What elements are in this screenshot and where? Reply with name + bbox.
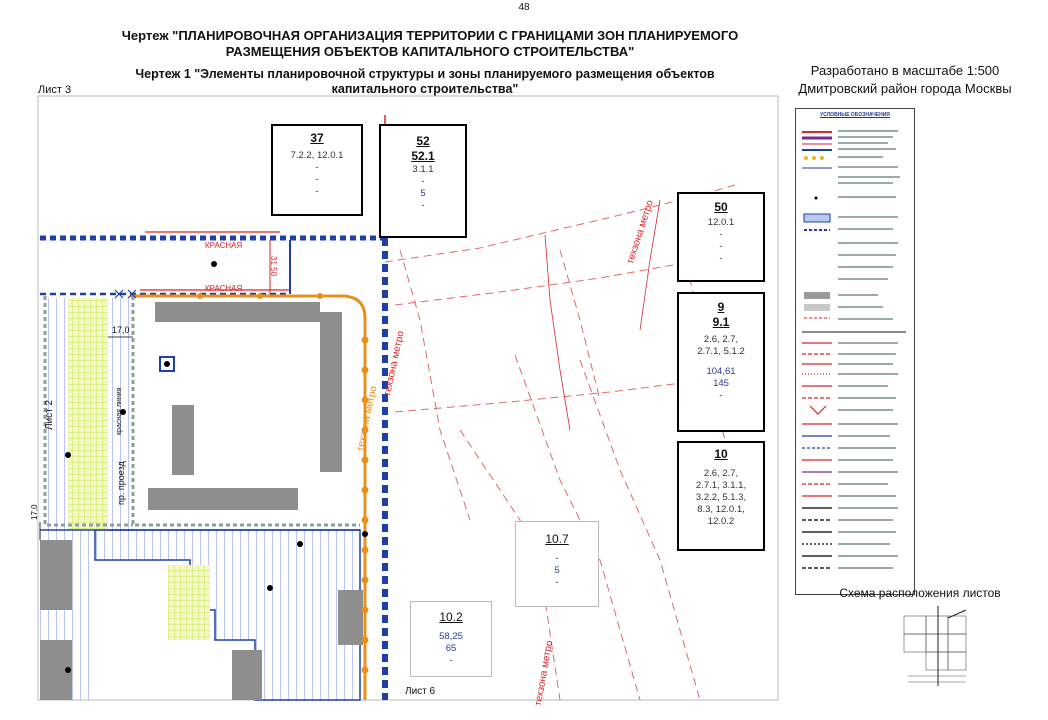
drawing-subtitle-line1: Чертеж 1 "Элементы планировочной структу… <box>135 67 715 81</box>
drawing-title: Чертеж "ПЛАНИРОВОЧНАЯ ОРГАНИЗАЦИЯ ТЕРРИТ… <box>60 28 800 60</box>
black-dots <box>65 261 368 673</box>
sheet6-label: Лист 6 <box>405 686 436 697</box>
drawing-subtitle-line2: капитального строительства" <box>331 82 519 96</box>
drawing-subtitle: Чертеж 1 "Элементы планировочной структу… <box>80 67 770 97</box>
dimension-31-50-label: 31,50 <box>269 256 278 277</box>
zone-value: - <box>449 655 453 666</box>
legend-title: УСЛОВНЫЕ ОБОЗНАЧЕНИЯ <box>820 112 890 118</box>
sheet2-label: Лист 2 <box>44 399 55 430</box>
building <box>148 488 298 510</box>
legend-panel: УСЛОВНЫЕ ОБОЗНАЧЕНИЯ <box>795 108 915 595</box>
scale-line: Разработано в масштабе 1:500 <box>810 63 1000 78</box>
zone-number: 9 <box>717 300 725 314</box>
subzone-number: 52.1 <box>411 149 435 163</box>
zone-value: - <box>719 229 723 240</box>
zone-number: 10.7 <box>545 532 569 546</box>
zone-value: - <box>315 162 319 173</box>
square-marker <box>159 356 175 372</box>
drawing-title-line1: Чертеж "ПЛАНИРОВОЧНАЯ ОРГАНИЗАЦИЯ ТЕРРИТ… <box>121 28 739 43</box>
zone-codes: 12.0.1 <box>707 217 735 228</box>
dimension-17-0-label: 17,0 <box>112 325 130 335</box>
zone-value: - <box>315 186 319 197</box>
building <box>155 302 320 322</box>
map-frame <box>37 95 779 701</box>
page-number: 48 <box>518 2 530 13</box>
hatched-zone-lower <box>94 529 361 701</box>
zone-value: 145 <box>713 378 729 389</box>
zone-box-9: 9 9.1 2.6, 2.7, 2.7.1, 5.1.2 104,61 145 … <box>677 292 765 432</box>
zone-value: - <box>555 553 559 564</box>
zone-box-50: 50 12.0.1 - - - <box>677 192 765 282</box>
zone-value: - <box>315 174 319 185</box>
krasnaya-label-2: КРАСНАЯ <box>205 284 243 293</box>
zone-value: 65 <box>445 643 457 654</box>
building <box>320 312 342 472</box>
zone-codes: 2.7.1, 3.1.1, <box>695 480 747 491</box>
zone-value: - <box>719 241 723 252</box>
zone-codes: 2.6, 2.7, <box>703 334 739 345</box>
zone-value: - <box>719 253 723 264</box>
subzone-number: 9.1 <box>712 315 730 329</box>
techzone-thin-lines <box>544 199 661 431</box>
zone-codes: 3.2.2, 5.1.3, <box>695 492 747 503</box>
strip-boundary <box>43 296 133 527</box>
zone-value: - <box>421 200 425 211</box>
zone-codes: 12.0.2 <box>707 516 735 527</box>
zone-box-10-7: 10.7 - 5 - <box>515 521 599 607</box>
zone-codes: 3.1.1 <box>412 164 434 175</box>
drawing-title-line2: РАЗМЕЩЕНИЯ ОБЪЕКТОВ КАПИТАЛЬНОГО СТРОИТЕ… <box>225 44 635 59</box>
zone-box-10: 10 2.6, 2.7, 2.7.1, 3.1.1, 3.2.2, 5.1.3,… <box>677 441 765 551</box>
zone-number: 50 <box>714 200 728 214</box>
orange-zone-boundary <box>130 294 367 700</box>
building <box>172 405 194 475</box>
green-grid-strip <box>68 298 108 530</box>
zone-codes: 8.3, 12.0.1, <box>697 504 745 515</box>
legend-symbols <box>802 130 906 569</box>
zone-box-52: 52 52.1 3.1.1 - 5 - <box>379 124 467 238</box>
sheet3-label: Лист 3 <box>38 84 72 96</box>
sheet-layout-scheme <box>903 606 967 686</box>
zone-number: 37 <box>310 131 324 145</box>
zone-number: 10 <box>714 447 728 461</box>
block-boundary <box>131 296 360 527</box>
krasnaya-label-1: КРАСНАЯ <box>205 241 243 250</box>
zone-codes: 2.6, 2.7, <box>703 468 739 479</box>
zone-value: 104,61 <box>706 366 736 377</box>
zone-value: 5 <box>554 565 560 576</box>
zone-box-37: 37 7.2.2, 12.0.1 - - - <box>271 124 363 216</box>
zone-value: - <box>421 176 425 187</box>
zone-number: 52 <box>416 134 430 148</box>
green-grid-lower <box>168 565 210 640</box>
zone-value: - <box>719 390 723 401</box>
dimension-17-0-label-b: 17,0 <box>30 504 39 520</box>
building <box>40 540 72 610</box>
orange-zone-dots <box>197 293 369 674</box>
cross-markers <box>114 289 137 299</box>
zone-value: 58,25 <box>439 631 463 642</box>
zone-codes: 2.7.1, 5.1.2 <box>697 346 745 357</box>
buildings <box>40 302 363 700</box>
proezd-label: пр. проезд <box>116 461 126 505</box>
building <box>232 650 262 700</box>
zone-value: - <box>555 577 559 588</box>
building <box>338 590 363 645</box>
scheme-title: Схема расположения листов <box>839 586 1001 600</box>
zone-codes: 7.2.2, 12.0.1 <box>290 150 344 161</box>
zone-value: 5 <box>420 188 426 199</box>
scale-note: Разработано в масштабе 1:500 Дмитровский… <box>770 62 1040 98</box>
square-marker-dot <box>164 361 170 367</box>
krasnaya-line-vertical-label: красная линия <box>116 387 123 435</box>
zone-number: 10.2 <box>439 610 463 624</box>
district-line: Дмитровский район города Москвы <box>798 81 1012 96</box>
zone-box-10-2: 10.2 58,25 65 - <box>410 601 492 677</box>
